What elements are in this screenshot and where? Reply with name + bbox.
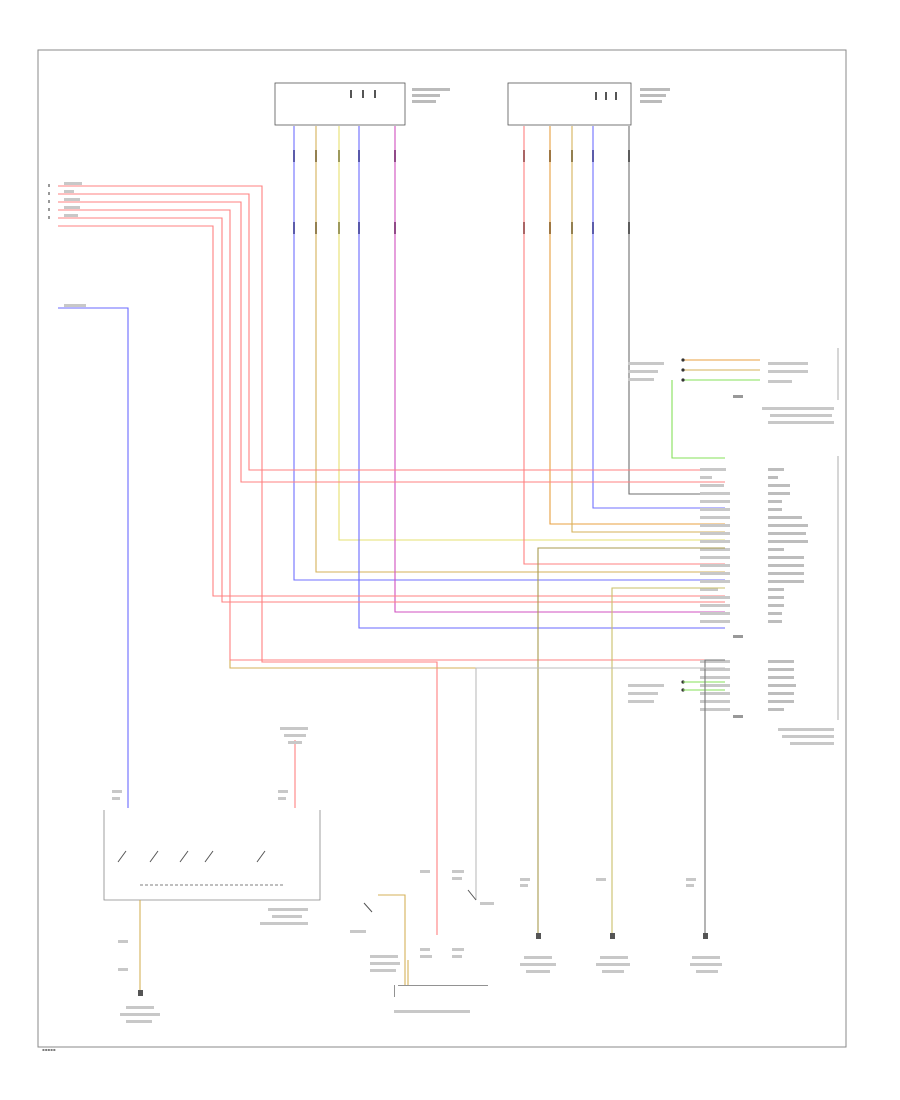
connector-pins-top xyxy=(293,150,630,234)
wire-gray-right-top xyxy=(628,126,725,495)
wire-orange-right-top xyxy=(549,126,725,525)
wire-gray-ground-3 xyxy=(704,659,725,935)
wire-olive-ground-2 xyxy=(611,587,725,935)
wire-red-right-top xyxy=(523,126,725,565)
left-wire-labels xyxy=(48,182,82,219)
wire-tan-left-top xyxy=(315,126,725,573)
connector-pin-stubs xyxy=(700,468,730,711)
switch-block-bottom-left xyxy=(103,810,321,925)
page-id: ▪▪▪▪▪ xyxy=(42,1047,56,1052)
wire-olive-ground-1 xyxy=(537,547,725,935)
fuse-label-top xyxy=(280,727,308,744)
wire-lightgray-ground xyxy=(475,667,725,900)
blue-wire-label xyxy=(64,304,86,307)
connector-pin-labels xyxy=(733,468,808,718)
component-right-top xyxy=(507,82,670,126)
wire-magenta-left-top xyxy=(394,126,725,613)
wire-yellow-left-top xyxy=(338,126,725,541)
wire-blue-left-column xyxy=(58,307,129,808)
fuse-assembly-bottom xyxy=(350,870,494,1013)
wire-blue-left-top xyxy=(293,126,725,581)
ground-symbols xyxy=(138,933,708,996)
diagram-frame xyxy=(37,49,847,1048)
component-left-top xyxy=(274,82,450,126)
connector-block-upper-right xyxy=(628,358,834,459)
wire-blue2-left-top xyxy=(358,126,725,629)
wire-tan-right-top xyxy=(571,126,725,533)
wire-tags-bottom xyxy=(520,878,696,887)
connector-block-lower-right xyxy=(628,680,834,745)
wire-blue-right-top xyxy=(592,126,725,509)
left-red-harness xyxy=(58,185,725,935)
ground-labels xyxy=(120,956,722,1023)
switch-wire-tags xyxy=(112,790,288,971)
